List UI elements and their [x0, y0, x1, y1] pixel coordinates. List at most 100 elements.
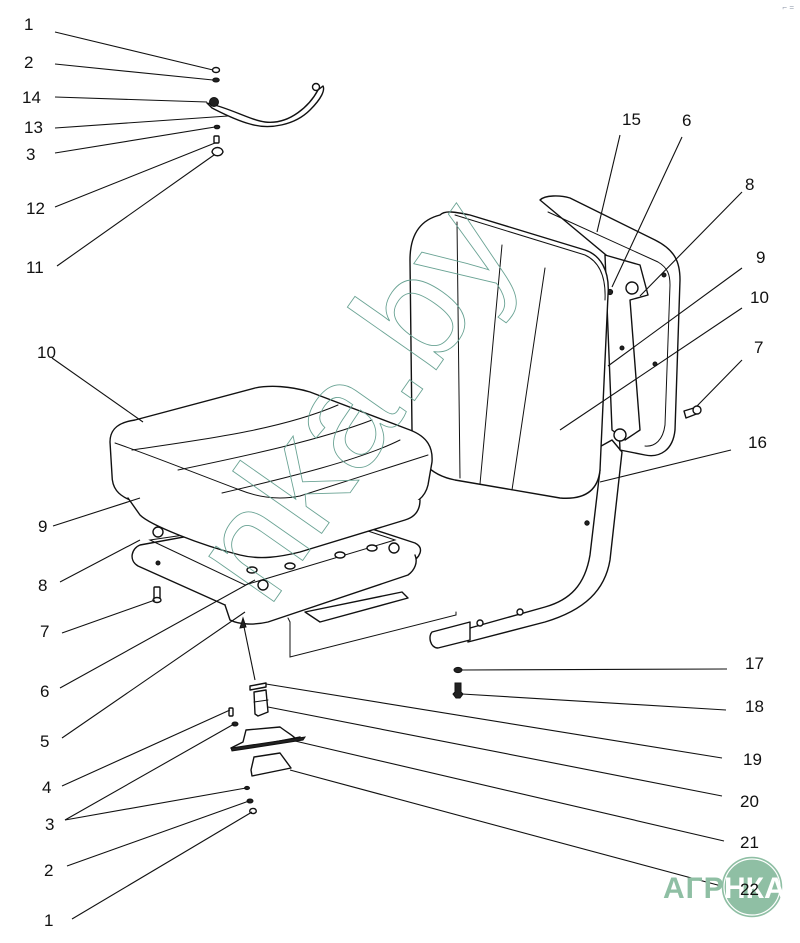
leader-line	[54, 115, 229, 129]
callout-5: 5	[40, 732, 49, 751]
callout-17: 17	[745, 654, 764, 673]
leader-line	[52, 497, 141, 527]
bolt-icon	[228, 707, 234, 717]
callout-2: 2	[24, 53, 33, 72]
logo-text-inner: НКА	[724, 872, 786, 905]
leader-line	[51, 357, 144, 423]
backrest-bracket	[429, 439, 623, 649]
callout-1: 1	[24, 15, 33, 34]
leader-line	[59, 539, 141, 583]
leader-line	[599, 449, 732, 483]
leader-lines	[51, 31, 743, 920]
agronka-logo: АГРО НКА	[663, 855, 786, 919]
leader-line	[607, 267, 743, 367]
callout-22: 22	[740, 880, 759, 899]
callout-7: 7	[40, 622, 49, 641]
hole-icon	[661, 272, 667, 278]
leader-line	[611, 136, 683, 288]
top-hardware	[211, 66, 224, 157]
right-hardware	[452, 666, 464, 699]
bolt-icon	[213, 135, 220, 144]
callout-10: 10	[750, 288, 769, 307]
stud-icon	[253, 689, 269, 717]
seat-cushion	[109, 385, 433, 559]
washer-icon	[231, 721, 239, 727]
bottom-hardware	[228, 616, 307, 815]
callout-8: 8	[38, 576, 47, 595]
foot-hole	[476, 619, 484, 627]
washer-icon	[212, 77, 220, 83]
leader-line	[267, 706, 723, 797]
callout-4: 4	[42, 778, 51, 797]
leader-line	[54, 126, 216, 154]
strap-end-icon	[209, 97, 219, 107]
bracket-hole	[584, 520, 590, 526]
rubber-mount-icon	[250, 752, 292, 777]
callout-15: 15	[622, 110, 641, 129]
leader-line	[696, 359, 743, 407]
leader-line	[64, 787, 247, 821]
leader-line	[559, 307, 743, 431]
leader-line	[461, 668, 728, 671]
washer-icon	[249, 682, 267, 691]
backrest-cushion	[409, 211, 609, 499]
leader-line	[461, 693, 727, 711]
callout-21: 21	[740, 833, 759, 852]
nut-icon	[257, 579, 269, 591]
callout-3: 3	[26, 145, 35, 164]
leader-line	[596, 134, 621, 233]
leader-line	[294, 740, 725, 842]
leader-line	[289, 769, 726, 888]
callout-3: 3	[45, 815, 54, 834]
leader-line	[54, 63, 214, 81]
callout-2: 2	[44, 861, 53, 880]
leader-line	[64, 723, 235, 821]
callout-9: 9	[756, 248, 765, 267]
hole-icon	[155, 560, 161, 566]
nut-icon	[388, 542, 400, 554]
callout-9: 9	[38, 517, 47, 536]
washer-icon	[246, 798, 254, 804]
leader-line	[54, 96, 208, 103]
leader-line	[66, 800, 250, 867]
strap-end-icon	[311, 82, 321, 92]
slot-icon	[284, 562, 296, 570]
bolt-icon	[152, 586, 162, 604]
foot-hole	[516, 608, 524, 616]
leader-line	[265, 683, 723, 759]
callout-10: 10	[37, 343, 56, 362]
nut-icon	[152, 526, 164, 538]
washer-icon	[213, 124, 221, 130]
backrest-rear-frame	[539, 195, 681, 457]
leader-line	[61, 599, 156, 634]
corner-mark: ⌐ =	[782, 3, 794, 12]
bolt-icon	[683, 405, 702, 419]
callout-20: 20	[740, 792, 759, 811]
callout-11: 11	[26, 258, 44, 277]
callout-labels: 1 2 14 13 3 12 11 15 6 8 9 10 7 16 10 9 …	[22, 15, 769, 930]
logo-text-left: АГРО	[663, 872, 749, 905]
leader-line	[59, 579, 256, 689]
slot-icon	[366, 544, 378, 552]
leader-line	[61, 611, 246, 739]
callout-7: 7	[754, 338, 763, 357]
hole-icon	[619, 345, 625, 351]
bolt-icon	[452, 682, 464, 699]
leader-line	[56, 154, 215, 267]
callout-18: 18	[745, 697, 764, 716]
cap-icon	[211, 146, 224, 157]
callout-1: 1	[44, 911, 53, 930]
leader-line	[54, 31, 214, 71]
leader-line	[639, 191, 743, 297]
callout-6: 6	[40, 682, 49, 701]
callout-13: 13	[24, 118, 43, 137]
nut-icon	[211, 66, 221, 74]
leader-line	[61, 709, 231, 787]
callout-14: 14	[22, 88, 41, 107]
leader-line	[54, 142, 216, 208]
slot-icon	[334, 551, 346, 559]
washer-icon	[453, 666, 463, 674]
leader-line	[71, 811, 253, 920]
strap	[206, 82, 325, 128]
callout-8: 8	[745, 175, 754, 194]
